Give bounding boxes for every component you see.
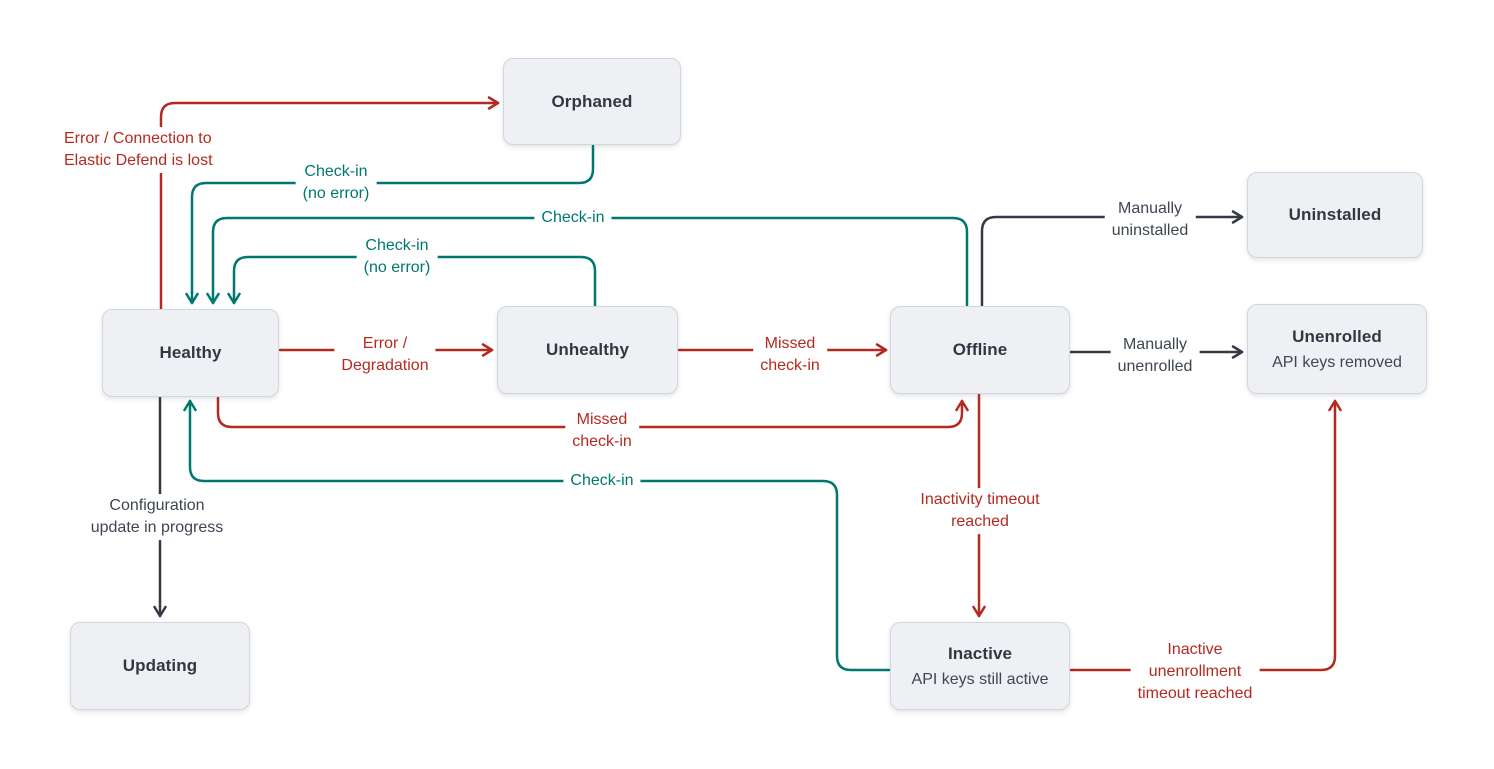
edge-label-checkin-offline: Check-in: [534, 206, 612, 230]
edge-healthy-to-orphaned: [159, 96, 500, 311]
node-inactive-label: Inactive: [947, 643, 1013, 663]
node-healthy-label: Healthy: [159, 343, 222, 362]
node-orphaned: Orphaned: [503, 58, 681, 145]
edge-offline-to-uninstalled: [980, 210, 1244, 307]
edge-label-inactivity-timeout: Inactivity timeout reached: [913, 488, 1047, 534]
node-offline: Offline: [890, 306, 1070, 394]
node-unenrolled: Unenrolled API keys removed: [1247, 304, 1427, 394]
node-healthy: Healthy: [102, 309, 279, 397]
node-inactive: Inactive API keys still active: [890, 622, 1070, 710]
edge-label-manually-unenrolled: Manually unenrolled: [1110, 333, 1200, 379]
node-uninstalled-label: Uninstalled: [1288, 205, 1382, 224]
node-unenrolled-label: Unenrolled: [1292, 326, 1382, 346]
node-unhealthy: Unhealthy: [497, 306, 678, 394]
edge-offline-to-healthy: [206, 216, 969, 307]
node-orphaned-label: Orphaned: [551, 91, 633, 111]
node-unhealthy-label: Unhealthy: [545, 340, 630, 359]
edge-label-configuration-update: Configuration update in progress: [83, 494, 231, 540]
edge-label-manually-uninstalled: Manually uninstalled: [1104, 197, 1196, 243]
edge-label-checkin-no-error-orphaned: Check-in (no error): [295, 160, 377, 206]
node-uninstalled: Uninstalled: [1247, 172, 1423, 258]
edge-label-inactive-unenrollment-timeout: Inactive unenrollment timeout reached: [1130, 638, 1260, 706]
edge-label-error-degradation: Error / Degradation: [334, 332, 436, 378]
edge-label-missed-checkin-upper: Missed check-in: [753, 332, 827, 378]
node-inactive-sublabel: API keys still active: [911, 670, 1049, 688]
node-updating: Updating: [70, 622, 250, 710]
edge-orphaned-to-healthy: [185, 144, 595, 305]
node-updating-label: Updating: [122, 656, 198, 675]
edge-inactive-to-unenrolled: [1069, 399, 1342, 672]
node-offline-label: Offline: [952, 340, 1008, 359]
node-unenrolled-sublabel: API keys removed: [1272, 353, 1402, 371]
edge-inactive-to-healthy: [183, 399, 891, 672]
edge-label-missed-checkin-lower: Missed check-in: [565, 408, 639, 454]
edge-label-checkin-inactive: Check-in: [563, 469, 641, 493]
edge-label-checkin-no-error-unhealthy: Check-in (no error): [356, 234, 438, 280]
edge-label-error-connection-lost: Error / Connection to Elastic Defend is …: [60, 127, 217, 173]
